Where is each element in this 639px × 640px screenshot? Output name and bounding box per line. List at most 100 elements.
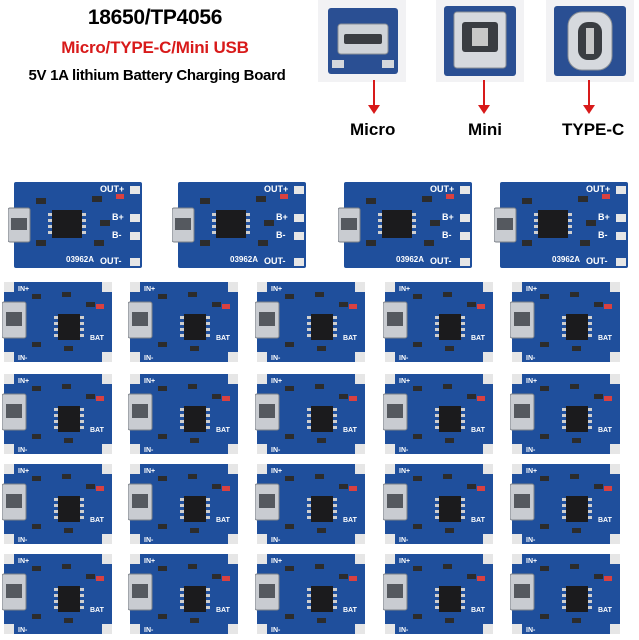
- label-part-number: 03962A: [66, 255, 94, 264]
- label-in-minus: IN-: [271, 447, 281, 454]
- small-charging-board: IN+ IN- BAT: [2, 464, 112, 544]
- label-b-minus: B-: [276, 230, 286, 240]
- micro-usb-port-icon: [318, 0, 406, 82]
- type-c-arrow: [583, 80, 595, 114]
- label-out-minus: OUT-: [264, 256, 286, 266]
- label-in-plus: IN+: [144, 468, 155, 475]
- label-in-minus: IN-: [399, 355, 409, 362]
- label-bat: BAT: [343, 335, 358, 342]
- label-part-number: 03962A: [552, 255, 580, 264]
- label-in-plus: IN+: [144, 378, 155, 385]
- large-charging-board: OUT+ B+ B- OUT- 03962A: [172, 182, 306, 268]
- label-b-minus: B-: [442, 230, 452, 240]
- label-b-minus: B-: [112, 230, 122, 240]
- small-charging-board: IN+ IN- BAT: [510, 282, 620, 362]
- label-in-minus: IN-: [271, 537, 281, 544]
- label-in-plus: IN+: [18, 286, 29, 293]
- label-bat: BAT: [90, 607, 105, 614]
- label-in-plus: IN+: [399, 558, 410, 565]
- label-in-plus: IN+: [526, 468, 537, 475]
- small-charging-board: IN+IN-BAT: [128, 554, 238, 634]
- label-out-plus: OUT+: [430, 184, 454, 194]
- small-charging-board: IN+IN-BAT: [128, 374, 238, 454]
- label-b-minus: B-: [598, 230, 608, 240]
- label-in-minus: IN-: [399, 627, 409, 634]
- small-charging-board: IN+ IN- BAT: [383, 464, 493, 544]
- label-bat: BAT: [471, 517, 486, 524]
- small-charging-board: IN+ IN- BAT: [255, 282, 365, 362]
- label-part-number: 03962A: [230, 255, 258, 264]
- label-in-plus: IN+: [399, 468, 410, 475]
- label-in-plus: IN+: [399, 286, 410, 293]
- label-out-plus: OUT+: [100, 184, 124, 194]
- label-bat: BAT: [471, 427, 486, 434]
- large-charging-board: OUT+ B+ B- OUT- 03962A: [8, 182, 142, 268]
- small-charging-board: IN+IN-BAT: [510, 374, 620, 454]
- label-b-plus: B+: [442, 212, 454, 222]
- small-charging-board: IN+IN-BAT: [255, 464, 365, 544]
- label-in-plus: IN+: [399, 378, 410, 385]
- small-charging-board: IN+ IN- BAT: [383, 282, 493, 362]
- label-in-minus: IN-: [18, 355, 28, 362]
- label-bat: BAT: [598, 335, 613, 342]
- label-in-minus: IN-: [399, 537, 409, 544]
- small-charging-board: IN+ IN- BAT: [510, 464, 620, 544]
- label-bat: BAT: [216, 517, 231, 524]
- large-charging-board: OUT+ B+ B- OUT- 03962A: [494, 182, 628, 268]
- label-bat: BAT: [90, 517, 105, 524]
- large-charging-board: OUT+ B+ B- OUT- 03962A: [338, 182, 472, 268]
- small-charging-board: IN+IN-BAT: [2, 374, 112, 454]
- product-description: 5V 1A lithium Battery Charging Board: [28, 67, 286, 84]
- label-out-minus: OUT-: [100, 256, 122, 266]
- label-bat: BAT: [343, 607, 358, 614]
- label-out-minus: OUT-: [586, 256, 608, 266]
- small-charging-board: IN+IN-BAT: [2, 282, 112, 362]
- label-part-number: 03962A: [396, 255, 424, 264]
- label-b-plus: B+: [276, 212, 288, 222]
- label-in-minus: IN-: [271, 627, 281, 634]
- label-bat: BAT: [598, 607, 613, 614]
- label-in-minus: IN-: [271, 355, 281, 362]
- label-in-plus: IN+: [526, 558, 537, 565]
- label-in-minus: IN-: [18, 627, 28, 634]
- small-charging-board: IN+ IN- BAT: [383, 374, 493, 454]
- label-out-minus: OUT-: [430, 256, 452, 266]
- label-bat: BAT: [90, 427, 105, 434]
- label-out-plus: OUT+: [264, 184, 288, 194]
- label-in-minus: IN-: [526, 355, 536, 362]
- label-in-plus: IN+: [271, 286, 282, 293]
- micro-arrow: [368, 80, 380, 114]
- label-in-minus: IN-: [144, 355, 154, 362]
- label-in-minus: IN-: [399, 447, 409, 454]
- port-label-mini: Mini: [468, 120, 502, 139]
- small-charging-board: IN+IN-BAT: [128, 464, 238, 544]
- label-in-plus: IN+: [526, 378, 537, 385]
- label-in-plus: IN+: [526, 286, 537, 293]
- small-charging-board: IN+ IN- BAT: [2, 554, 112, 634]
- mini-usb-port-icon: [436, 0, 524, 82]
- label-in-minus: IN-: [144, 627, 154, 634]
- label-out-plus: OUT+: [586, 184, 610, 194]
- port-label-micro: Micro: [350, 120, 396, 139]
- label-bat: BAT: [471, 607, 486, 614]
- label-bat: BAT: [343, 517, 358, 524]
- label-bat: BAT: [471, 335, 486, 342]
- label-bat: BAT: [343, 427, 358, 434]
- label-in-plus: IN+: [18, 558, 29, 565]
- label-in-plus: IN+: [144, 286, 155, 293]
- label-bat: BAT: [216, 607, 231, 614]
- label-in-minus: IN-: [526, 537, 536, 544]
- label-b-plus: B+: [112, 212, 124, 222]
- label-in-plus: IN+: [18, 468, 29, 475]
- label-bat: BAT: [216, 427, 231, 434]
- label-b-plus: B+: [598, 212, 610, 222]
- label-bat: BAT: [216, 335, 231, 342]
- label-in-plus: IN+: [271, 558, 282, 565]
- small-charging-board: IN+ IN- BAT: [383, 554, 493, 634]
- label-in-minus: IN-: [18, 537, 28, 544]
- small-charging-board: IN+ IN- BAT: [128, 282, 238, 362]
- product-subtitle: Micro/TYPE-C/Mini USB: [61, 38, 249, 57]
- mini-arrow: [478, 80, 490, 114]
- label-bat: BAT: [598, 517, 613, 524]
- label-in-minus: IN-: [526, 447, 536, 454]
